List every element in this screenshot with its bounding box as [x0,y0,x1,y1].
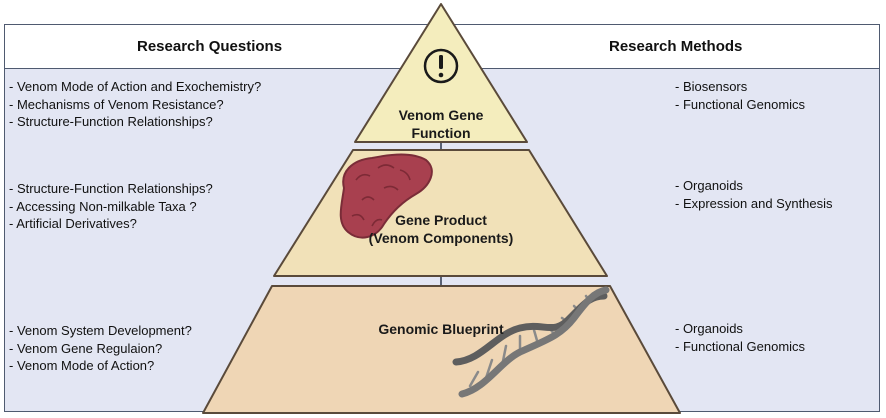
methods-list-top: - Biosensors - Functional Genomics [675,78,805,113]
methods-list-middle: - Organoids - Expression and Synthesis [675,177,833,212]
tier-top-label: Venom Gene Function [371,106,511,142]
questions-list-top: - Venom Mode of Action and Exochemistry?… [9,78,261,131]
method-item: - Biosensors [675,79,748,94]
question-item: - Venom System Development? [9,323,192,338]
question-item: - Structure-Function Relationships? [9,181,213,196]
research-methods-header: Research Methods [609,38,743,55]
tier-connector [440,276,442,286]
dna-helix-icon [452,286,610,398]
questions-list-middle: - Structure-Function Relationships? - Ac… [9,180,213,233]
tier-bottom-shape [202,285,681,414]
tier-top-label-line2: Function [411,125,471,141]
questions-list-bottom: - Venom System Development? - Venom Gene… [9,322,192,375]
question-item: - Artificial Derivatives? [9,216,137,231]
tier-connector [440,142,442,150]
question-item: - Mechanisms of Venom Resistance? [9,96,224,112]
tier-bottom-label: Genomic Blueprint [350,320,532,338]
tier-bottom-label-line1: Genomic Blueprint [378,321,504,337]
research-questions-header: Research Questions [137,38,283,55]
question-item: - Venom Mode of Action? [9,358,155,373]
method-item: - Organoids [675,178,743,193]
method-item: - Functional Genomics [675,96,806,112]
method-item: - Functional Genomics [675,338,806,354]
question-item: - Venom Gene Regulaion? [9,340,163,356]
tier-top-label-line1: Venom Gene [398,107,484,123]
question-item: - Structure-Function Relationships? [9,114,213,129]
method-item: - Expression and Synthesis [675,195,833,211]
exclamation-icon [423,48,459,84]
methods-list-bottom: - Organoids - Functional Genomics [675,320,805,355]
method-item: - Organoids [675,321,743,336]
tier-middle-label-line2: (Venom Components) [368,230,514,246]
tier-middle-label-line1: Gene Product [395,212,487,228]
question-item: - Venom Mode of Action and Exochemistry? [9,79,262,94]
protein-blob-icon [339,153,433,239]
question-item: - Accessing Non-milkable Taxa ? [9,198,197,214]
tier-middle-label: Gene Product (Venom Components) [341,211,541,247]
